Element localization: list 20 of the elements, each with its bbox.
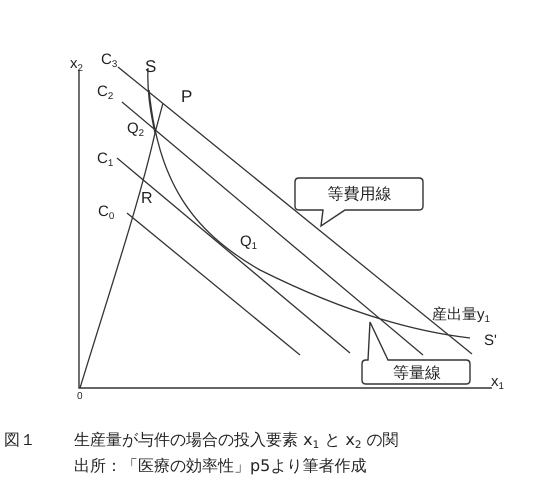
figure-caption: 生産量が与件の場合の投入要素 x$_{1}$ と x$_{2}$ の関: [74, 432, 399, 451]
curve-label: Q$_{2}$: [127, 121, 144, 139]
curve-label: S: [145, 58, 156, 75]
curve-label: 産出量y$_{1}$: [432, 307, 490, 325]
curve-label: P: [181, 88, 192, 105]
curve-label: C$_{1}$: [97, 151, 114, 169]
speech-bubble: [293, 176, 426, 228]
callout-text: 等量線: [392, 365, 442, 381]
curve-label: C$_{2}$: [97, 84, 114, 102]
axis-label: x$_{1}$: [491, 374, 504, 392]
curve-label: S': [484, 333, 497, 348]
curve-label: R: [141, 191, 153, 207]
curve-label: C$_{0}$: [98, 204, 114, 222]
curve-label: Q$_{1}$: [240, 234, 258, 252]
axis-label: x$_{2}$: [70, 56, 83, 74]
origin-label: 0: [77, 392, 83, 402]
callout-text: 等費用線: [326, 186, 392, 202]
figure-number: 図１: [4, 432, 36, 448]
source-note: 出所：「医療の効率性」p5より筆者作成: [74, 458, 366, 474]
axis-label: C$_{3}$: [101, 52, 118, 70]
